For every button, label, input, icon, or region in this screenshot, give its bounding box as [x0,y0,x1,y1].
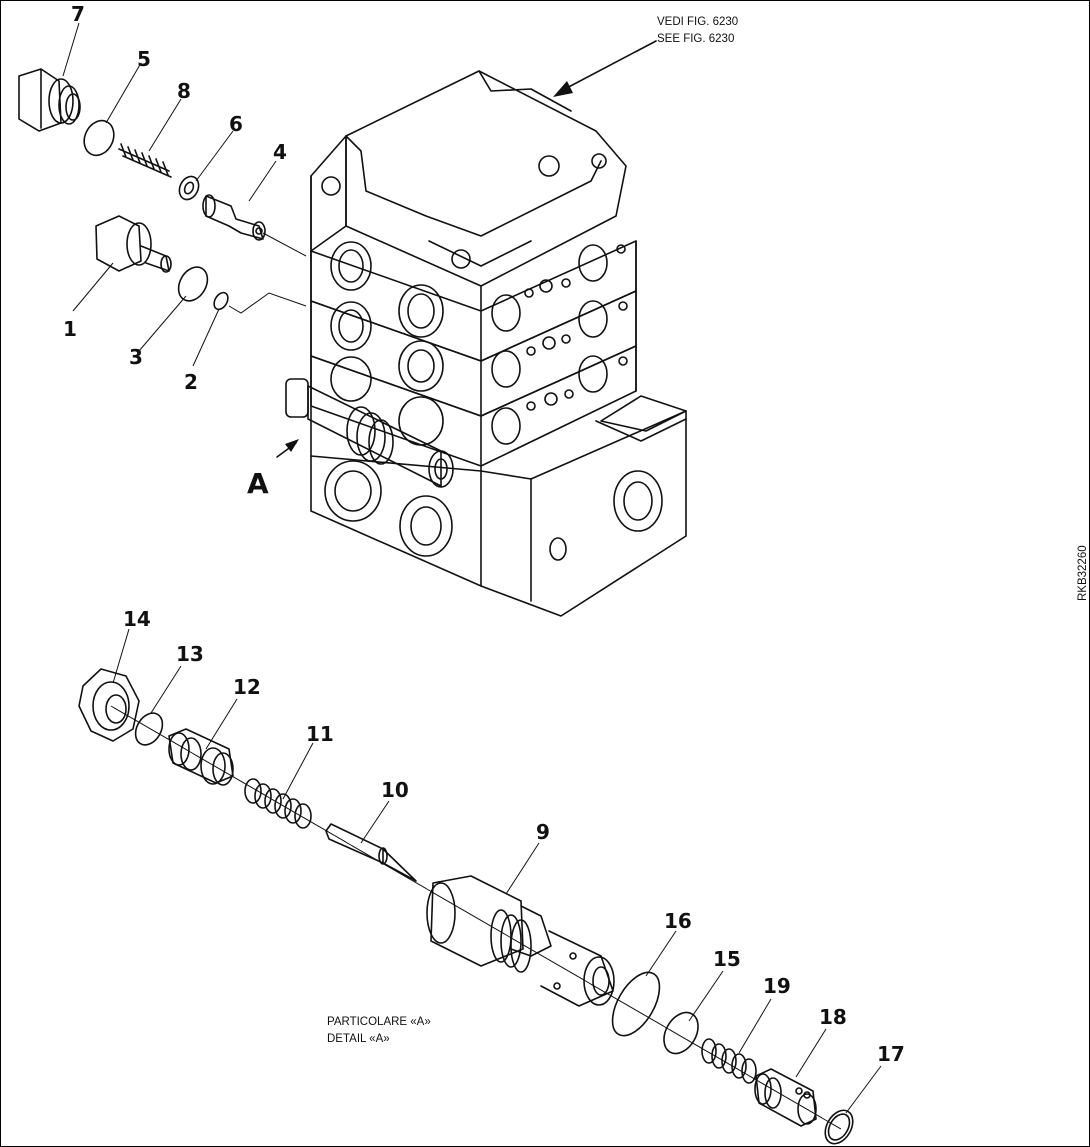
part-7-plug [18,68,81,132]
part-label-16: 16 [664,909,692,933]
part-label-6: 6 [229,112,243,136]
part-label-13: 13 [176,642,204,666]
part-6-washer [178,175,200,201]
part-label-8: 8 [177,79,191,103]
part-label-15: 15 [713,947,741,971]
part-2-o-ring [213,291,229,311]
reference-text-english: SEE FIG. 6230 [657,33,734,45]
part-13-o-ring [134,712,164,746]
drawing-code: RKB32260 [1077,545,1089,601]
part-label-18: 18 [819,1005,847,1029]
part-5-o-ring [83,119,115,157]
part-label-7: 7 [71,2,85,26]
part-label-4: 4 [273,140,287,164]
part-1-plug [95,215,172,273]
part-label-3: 3 [129,345,143,369]
part-19-spring [701,1038,757,1084]
part-label-14: 14 [123,607,151,631]
part-label-9: 9 [536,820,550,844]
part-label-12: 12 [233,675,261,699]
part-label-19: 19 [763,974,791,998]
part-16-o-ring [611,971,661,1037]
part-18-piston [754,1068,817,1127]
part-11-spring [244,778,312,829]
reference-arrow [553,40,657,97]
part-label-2: 2 [184,370,198,394]
part-label-17: 17 [877,1042,905,1066]
detail-a-arrow [276,439,299,458]
part-8-spring [118,143,172,178]
part-label-10: 10 [381,778,409,802]
part-15-o-ring [663,1011,699,1055]
part-9-body [426,875,615,1007]
reference-text-italian: VEDI FIG. 6230 [657,16,738,28]
part-label-1: 1 [63,317,77,341]
part-3-o-ring [177,266,209,302]
part-label-5: 5 [137,47,151,71]
part-label-11: 11 [306,722,334,746]
detail-caption-english: DETAIL «A» [327,1033,390,1045]
part-12-adjuster [168,728,234,786]
part-17-snap-ring [824,1109,854,1145]
part-10-needle [325,823,417,882]
leader-lines-upper [62,22,277,367]
control-valve-block [285,70,687,617]
detail-marker-label: A [247,467,269,500]
detail-caption-italian: PARTICOLARE «A» [327,1016,431,1028]
leader-lines-detail [112,628,882,1114]
part-14-nut [78,668,140,742]
part-4-poppet [202,194,266,241]
